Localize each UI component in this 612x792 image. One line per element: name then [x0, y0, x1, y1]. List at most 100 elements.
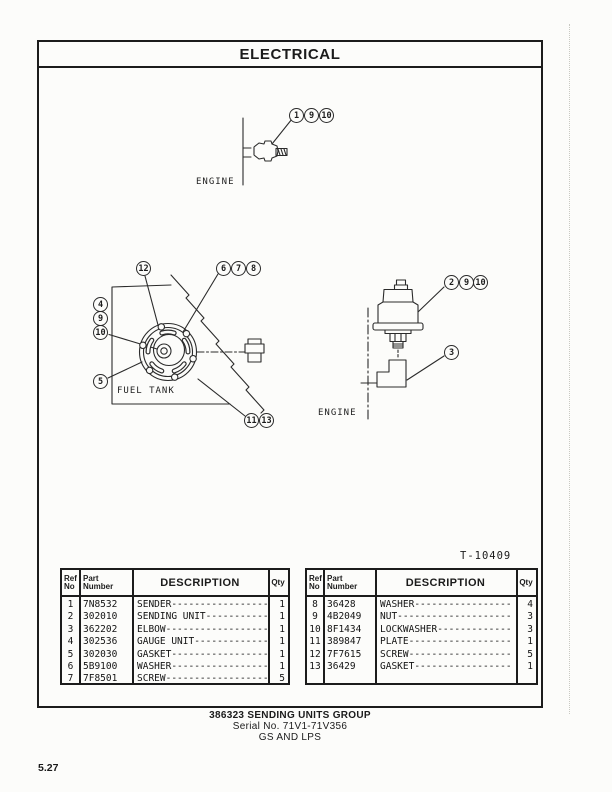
cell-desc: ELBOW------------------: [137, 623, 268, 635]
tank-torn-edge: [170, 274, 265, 414]
col-header-qty: Qty: [271, 577, 285, 587]
cell-part: 362202: [83, 623, 118, 635]
fuel-tank-diagram: [107, 273, 265, 417]
cell-desc: GASKET-----------------: [137, 648, 268, 660]
elbow-fitting: [376, 359, 407, 388]
unit-lower-body: [377, 301, 419, 324]
cell-qty: 1: [527, 636, 533, 648]
hub-outer: [156, 343, 172, 359]
callout-13: 13: [259, 413, 274, 428]
fuel-tank-label: FUEL TANK: [117, 386, 175, 396]
figure-reference: T-10409: [460, 550, 512, 562]
cell-ref: 10: [309, 623, 321, 635]
cell-ref: 13: [309, 660, 321, 672]
leader-3: [406, 355, 445, 381]
callout-7: 7: [231, 261, 246, 276]
cell-part: 7F8501: [83, 673, 118, 685]
cell-qty: 5: [527, 648, 533, 660]
cell-desc: SCREW------------------: [380, 648, 512, 660]
sender-body: [253, 140, 279, 162]
cell-qty: 1: [279, 648, 285, 660]
hub-inner: [160, 347, 168, 355]
engine-label-top: ENGINE: [196, 177, 235, 187]
sender-thread: [275, 147, 288, 157]
page-frame: ELECTRICAL: [37, 40, 543, 708]
page-number: 5.27: [38, 762, 59, 774]
cell-desc: SENDER-----------------: [137, 599, 268, 610]
callout-2: 2: [444, 275, 459, 290]
unit-nut: [389, 332, 407, 343]
callout-6: 6: [216, 261, 231, 276]
tank-outline: [111, 284, 231, 405]
cell-part: 389847: [327, 636, 362, 648]
callout-5: 5: [93, 374, 108, 389]
callout-10: 10: [319, 108, 334, 123]
callout-9b: 9: [93, 311, 108, 326]
cell-desc: NUT--------------------: [380, 611, 512, 623]
cell-part: 302010: [83, 611, 118, 623]
cell-ref: 4: [67, 636, 74, 648]
leader-678: [182, 273, 219, 333]
cell-qty: 3: [527, 623, 533, 635]
leader-line: [271, 118, 293, 145]
callout-10c: 10: [473, 275, 488, 290]
col-header-ref: Ref No: [64, 573, 77, 591]
callout-10b: 10: [93, 325, 108, 340]
leader-1113: [197, 378, 246, 417]
leader-2910: [417, 286, 445, 313]
cell-ref: 2: [67, 611, 74, 623]
cell-part: 7F7615: [327, 648, 362, 660]
unit-flange: [372, 322, 424, 331]
cell-ref: 5: [67, 648, 74, 660]
table-row: 3 362202 ELBOW------------------ 1: [62, 624, 288, 636]
cell-qty: 4: [527, 599, 533, 610]
callout-9: 9: [304, 108, 319, 123]
cell-part: 36429: [327, 660, 356, 672]
gauge-plate-circle: [152, 333, 186, 367]
unit-terminal: [395, 279, 407, 286]
cell-ref: 12: [309, 648, 321, 660]
cell-ref: 3: [67, 623, 74, 635]
cell-qty: 1: [279, 623, 285, 635]
col-header-qty: Qty: [519, 577, 533, 587]
cell-desc: SENDING UNIT-----------: [137, 611, 268, 623]
cell-part: 302536: [83, 636, 118, 648]
parts-table-left: Ref No Part Number DESCRIPTION Qty 1 7N85…: [60, 568, 290, 685]
engine-unit-diagram: [360, 279, 445, 423]
cell-ref: 1: [67, 599, 74, 610]
leader-5: [107, 361, 143, 379]
cell-qty: 1: [279, 611, 285, 623]
cell-qty: 1: [279, 660, 285, 672]
cell-part: 302030: [83, 648, 118, 660]
col-header-description: DESCRIPTION: [160, 576, 240, 589]
unit-upper-body: [382, 288, 414, 303]
callout-8: 8: [246, 261, 261, 276]
cell-qty: 1: [527, 660, 533, 672]
engine-label-right: ENGINE: [318, 408, 357, 418]
table-row: 5 302030 GASKET----------------- 1: [62, 649, 288, 661]
cell-part: 7N8532: [83, 599, 118, 610]
cell-qty: 1: [279, 599, 285, 610]
callout-1: 1: [289, 108, 304, 123]
callout-11: 11: [244, 413, 259, 428]
col-header-ref: Ref No: [309, 573, 322, 591]
scan-edge-line: [569, 24, 570, 714]
cell-desc: GASKET-----------------: [380, 660, 512, 672]
flange-screws: [139, 323, 197, 381]
cell-qty: 1: [279, 636, 285, 648]
cell-desc: WASHER-----------------: [137, 660, 268, 672]
title-band: ELECTRICAL: [39, 42, 541, 68]
table-header: Ref No Part Number DESCRIPTION Qty: [307, 570, 536, 597]
table-header: Ref No Part Number DESCRIPTION Qty: [62, 570, 288, 597]
